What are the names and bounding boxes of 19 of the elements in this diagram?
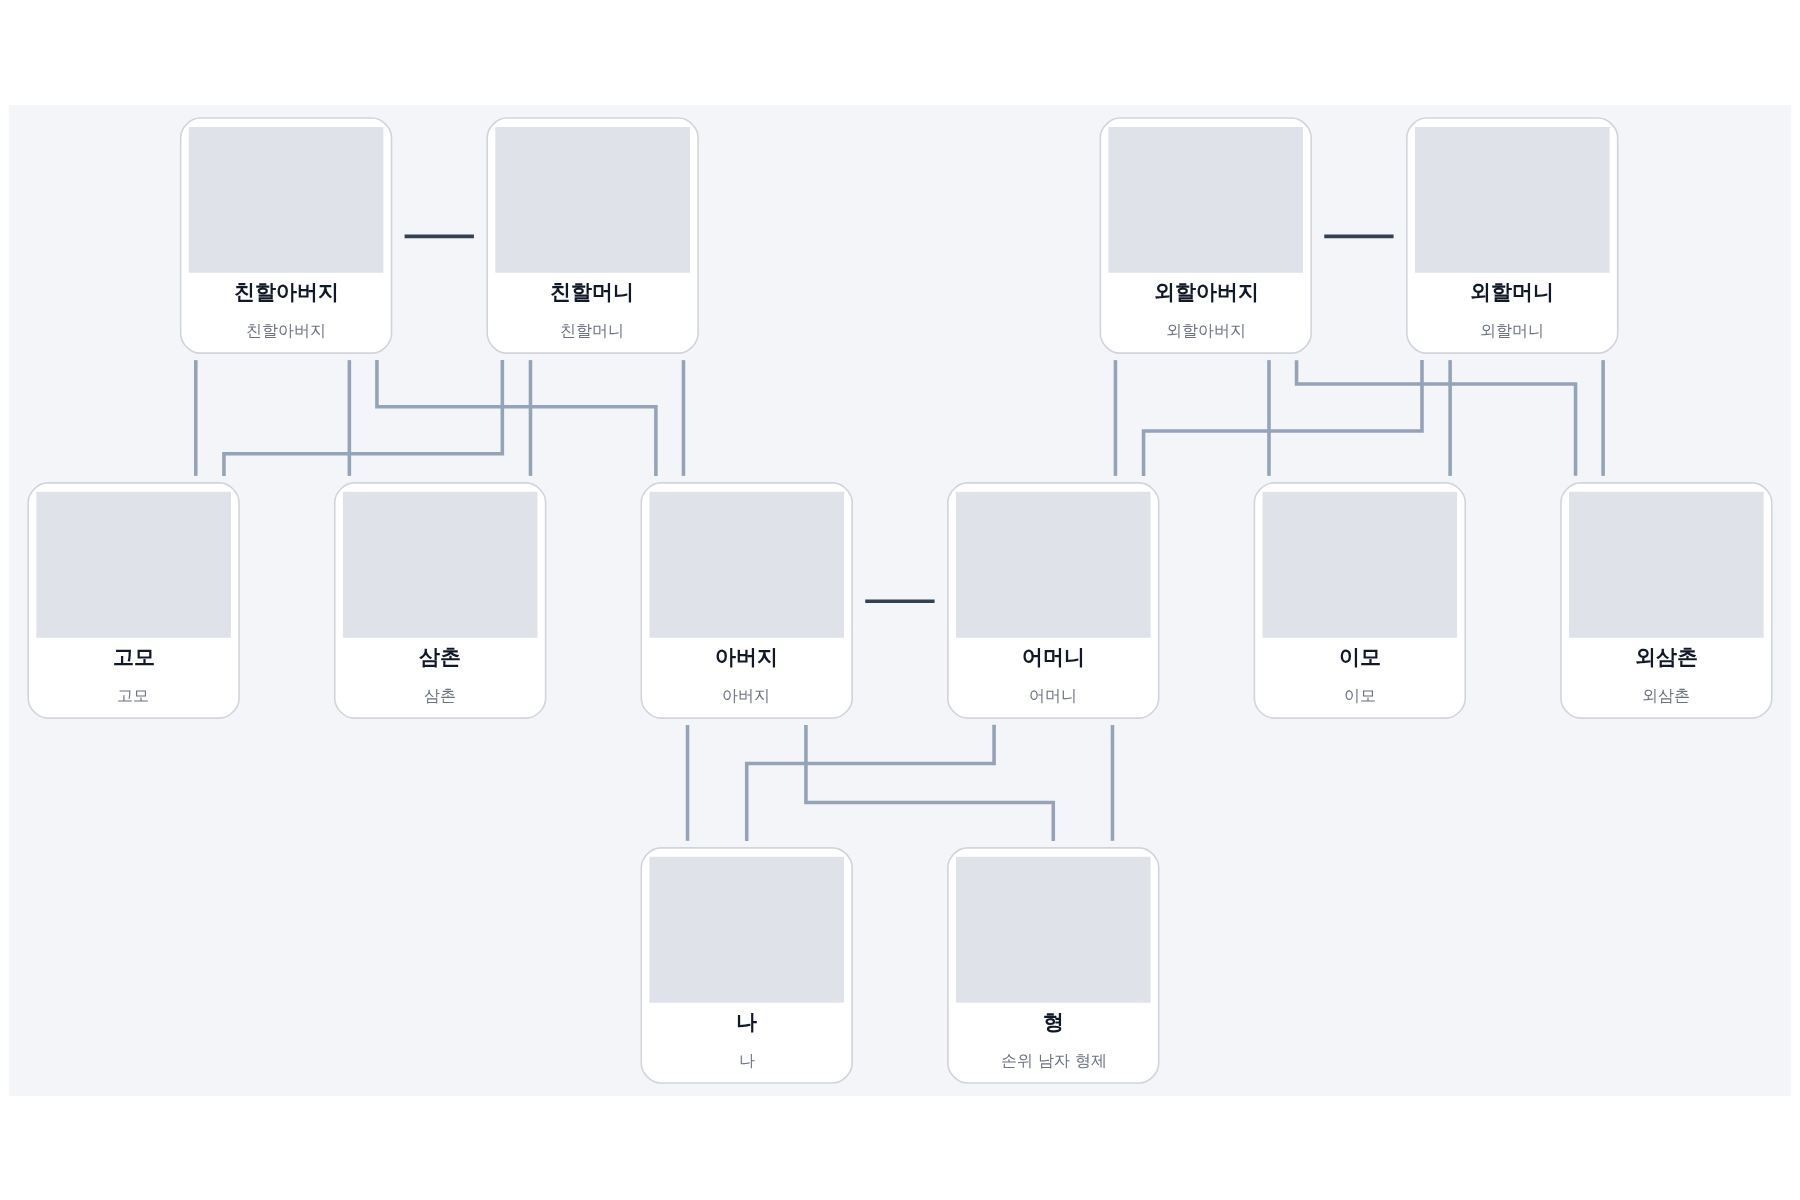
connector [1113, 359, 1118, 476]
connector [744, 724, 996, 841]
connector [404, 234, 474, 238]
connector [347, 359, 352, 476]
connector [685, 724, 690, 841]
connector [222, 359, 505, 476]
connector [1294, 359, 1578, 476]
connector [375, 359, 658, 476]
connector [1601, 359, 1605, 476]
connector [681, 359, 686, 476]
connector [865, 599, 935, 603]
connector [804, 724, 1056, 841]
connector [1267, 359, 1271, 476]
connector [1141, 359, 1424, 476]
connector [1110, 724, 1115, 841]
connector [1448, 359, 1452, 476]
connector [194, 359, 198, 476]
connector [1324, 234, 1394, 238]
connector [528, 359, 533, 476]
